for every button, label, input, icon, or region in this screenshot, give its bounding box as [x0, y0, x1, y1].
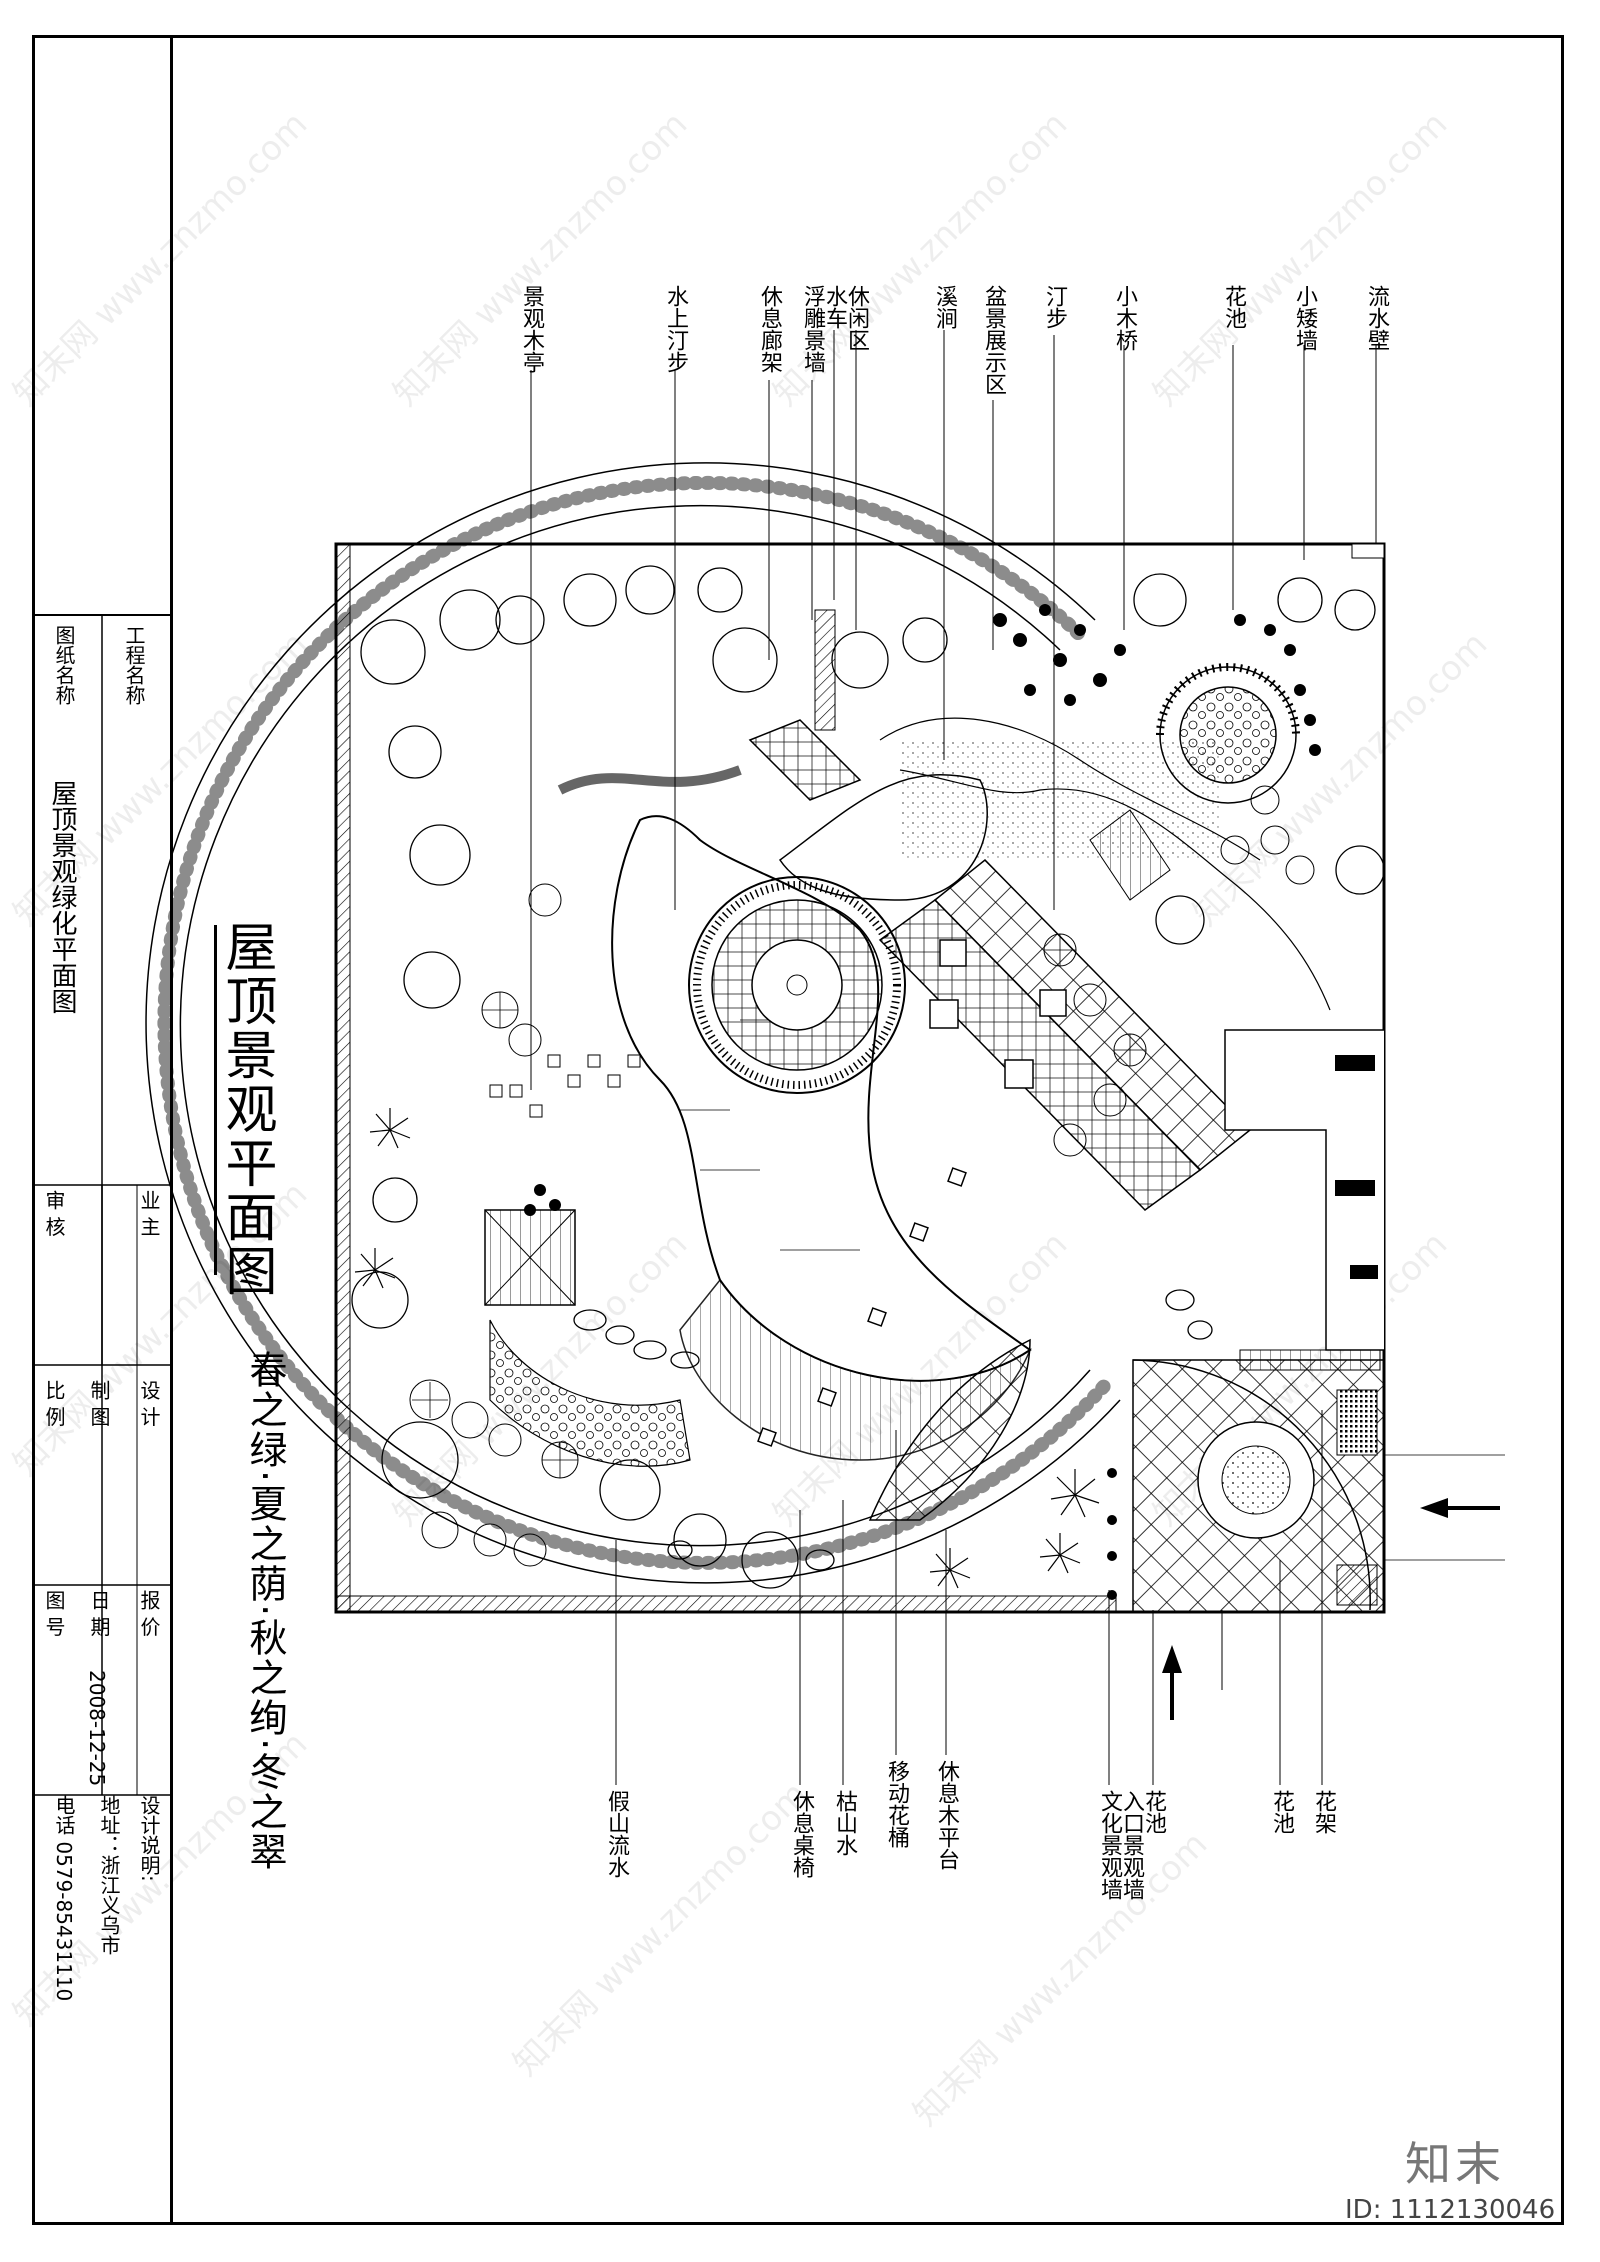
plan-title: 屋顶景观平面图 — [216, 920, 276, 1298]
drafting-label: 制 图 — [87, 1380, 111, 1427]
callout-label: 入口景观墙 — [1119, 1790, 1144, 1900]
review-label: 审 核 — [42, 1190, 66, 1237]
callout-label: 花池 — [1269, 1790, 1294, 1834]
quote-label: 报 价 — [137, 1590, 161, 1637]
callout-label: 浮雕景墙 — [800, 285, 825, 373]
project-name-label: 工程名称 — [122, 625, 146, 705]
callout-label: 移动花桶 — [884, 1760, 909, 1848]
phone-text: 电话 0579-85431110 — [52, 1795, 76, 2002]
owner-label: 业 主 — [137, 1190, 161, 1237]
callout-label: 休息廊架 — [757, 285, 782, 373]
callout-label: 休息木平台 — [934, 1760, 959, 1870]
callout-label: 枯山水 — [832, 1790, 857, 1856]
drawing-no-label: 图 号 — [42, 1590, 66, 1637]
callout-label: 小木桥 — [1112, 285, 1137, 351]
scale-label: 比 例 — [42, 1380, 66, 1427]
callout-label: 小矮墙 — [1292, 285, 1317, 351]
watermark-id: ID: 1112130046 — [1345, 2195, 1556, 2225]
address-text: 地址：浙江义乌市 — [97, 1795, 121, 1955]
callout-label: 流水壁 — [1364, 285, 1389, 351]
entrance-arrow-right — [1420, 1498, 1500, 1518]
callout-label: 景观木亭 — [519, 285, 544, 373]
notes-label: 设计说明: — [137, 1795, 161, 1882]
date-value: 2008-12-25 — [85, 1670, 109, 1787]
callout-label: 水上汀步 — [663, 285, 688, 373]
callout-label: 花池 — [1141, 1790, 1166, 1834]
callout-label: 休息桌椅 — [789, 1790, 814, 1878]
drawing-border — [32, 35, 1564, 2225]
plan-title-underline — [214, 925, 217, 1275]
callout-label: 汀步 — [1042, 285, 1067, 329]
slogan: 春之绿·夏之荫·秋之绚·冬之翠 — [243, 1350, 287, 1873]
drawing-name-label: 图纸名称 — [52, 625, 76, 705]
title-block-divider — [170, 35, 1564, 2225]
date-label: 日 期 — [87, 1590, 111, 1637]
design-label: 设 计 — [137, 1380, 161, 1427]
entrance-arrow-bottom — [1162, 1645, 1182, 1720]
watermark-logo: 知末 — [1405, 2137, 1505, 2191]
callout-label: 文化景观墙 — [1097, 1790, 1122, 1900]
callout-label: 假山流水 — [604, 1790, 629, 1878]
callout-label: 盆景展示区 — [981, 285, 1006, 395]
callout-label: 花池 — [1221, 285, 1246, 329]
callout-label: 溪涧 — [932, 285, 957, 329]
title-block-grid — [32, 614, 172, 1796]
callout-label: 水车 — [822, 285, 847, 329]
drawing-name: 屋顶景观绿化平面图 — [47, 780, 77, 1014]
callout-label: 花架 — [1311, 1790, 1336, 1834]
